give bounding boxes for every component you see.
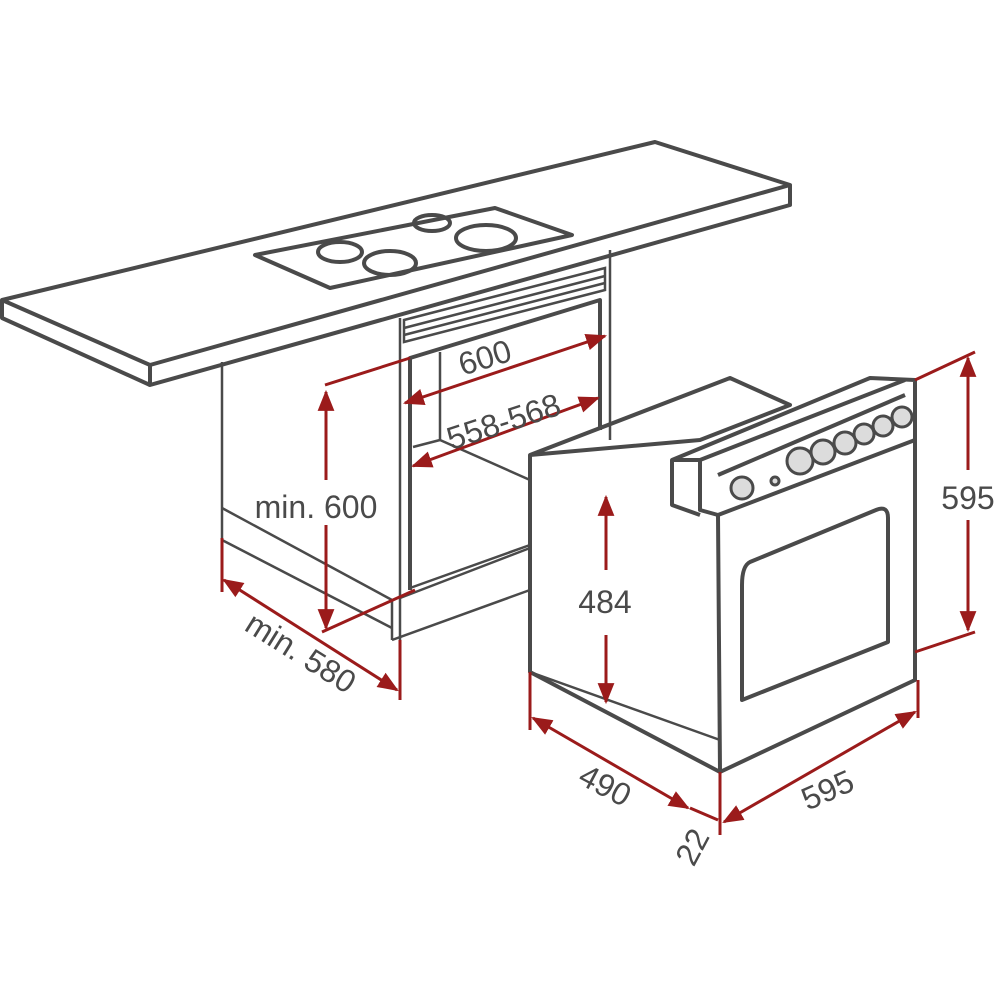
label-oven-depth: 490: [573, 757, 637, 814]
knob: [785, 446, 815, 476]
countertop: [0, 140, 792, 387]
label-oven-width: 595: [796, 763, 859, 818]
knob: [890, 405, 914, 429]
oven-door-window: [740, 506, 890, 702]
label-niche-height-min: min. 600: [255, 489, 378, 525]
dim-min580-arrow: [222, 578, 399, 692]
burner: [362, 249, 418, 277]
dim-558-568-arrow: [411, 396, 600, 468]
cooktop: [253, 206, 574, 290]
knob: [832, 430, 858, 456]
burner: [316, 240, 364, 264]
label-oven-height: 595: [941, 480, 994, 516]
burner: [412, 213, 452, 233]
dim-490-arrow: [531, 716, 690, 810]
knob: [729, 475, 755, 501]
knob: [809, 438, 837, 466]
control-knobs: [729, 405, 914, 501]
label-oven-body-height: 484: [578, 584, 631, 620]
dim-595-width-arrow: [722, 710, 917, 824]
burner: [454, 223, 518, 253]
label-niche-width-inner: 558-568: [442, 386, 565, 457]
knob: [871, 414, 895, 438]
dim-600-arrow: [403, 334, 607, 405]
dimension-lines: [220, 334, 977, 835]
label-front-thickness: 22: [668, 823, 716, 871]
oven: [528, 376, 917, 774]
knob: [852, 422, 876, 446]
label-niche-depth-min: min. 580: [239, 605, 362, 701]
